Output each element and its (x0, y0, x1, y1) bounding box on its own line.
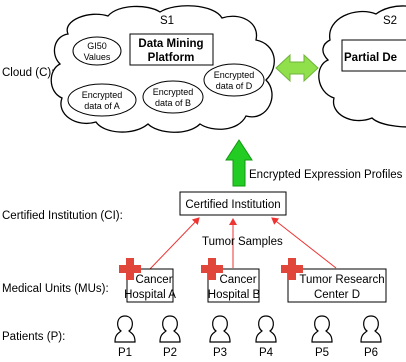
hospital-b-line2: Hospital B (208, 289, 261, 301)
patient-label: P3 (213, 347, 227, 359)
patient-p4: P4 (255, 315, 277, 359)
patient-p5: P5 (311, 315, 333, 359)
certified-institution-box (179, 191, 287, 216)
double-arrow (275, 53, 319, 83)
patient-label: P1 (118, 347, 132, 359)
label-certified-institution: Certified Institution (CI): (2, 210, 123, 222)
encrypted-a-line1: Encrypted (82, 90, 123, 100)
person-icon (311, 315, 333, 343)
s2-platform-box (341, 39, 406, 72)
encrypted-profiles-label: Encrypted Expression Profiles (249, 169, 403, 181)
medical-unit-hospital-a: Cancer Hospital A (119, 258, 176, 303)
encrypted-b-line2: data of B (155, 98, 191, 108)
person-icon (114, 315, 136, 343)
gi50-label-line1: GI50 (87, 41, 107, 51)
cloud-s1-name: S1 (160, 15, 174, 27)
label-patients: Patients (P): (2, 331, 65, 343)
cloud-s2-name: S2 (383, 15, 397, 27)
encrypted-d-line1: Encrypted (214, 70, 255, 80)
patient-p1: P1 (114, 315, 136, 359)
person-icon (209, 315, 231, 343)
data-mining-platform-line2: Platform (148, 52, 195, 64)
hospital-a-line2: Hospital A (124, 289, 176, 301)
cloud-s1: S1 GI50 Values Data Mining Platform Encr… (50, 5, 275, 133)
encrypted-d-line2: data of D (216, 81, 253, 91)
patient-p3: P3 (209, 315, 231, 359)
data-mining-platform-box (129, 33, 214, 66)
link-hospital-a (148, 217, 200, 271)
tumor-samples-label: Tumor Samples (202, 236, 283, 248)
up-arrow (225, 139, 253, 187)
certified-institution-label: Certified Institution (185, 199, 280, 211)
person-icon (255, 315, 277, 343)
patient-p6: P6 (360, 315, 382, 359)
cloud-s2: S2 Partial De (318, 5, 406, 128)
hospital-a-line1: Cancer (135, 274, 172, 286)
link-center-d (271, 217, 337, 269)
patient-p2: P2 (159, 315, 181, 359)
encrypted-a-line2: data of A (84, 101, 120, 111)
hospital-b-line1: Cancer (219, 274, 256, 286)
encrypted-b-line1: Encrypted (153, 87, 194, 97)
patient-label: P5 (315, 347, 329, 359)
person-icon (159, 315, 181, 343)
encrypted-a-ellipse (67, 83, 137, 117)
medical-unit-hospital-b: Cancer Hospital B (201, 258, 261, 303)
patient-label: P6 (364, 347, 378, 359)
label-medical-units: Medical Units (MUs): (2, 283, 109, 295)
person-icon (360, 315, 382, 343)
label-cloud: Cloud (C): (2, 67, 54, 79)
patient-label: P4 (259, 347, 274, 359)
patient-label: P2 (163, 347, 177, 359)
medical-unit-center-d: Tumor Research Center D (281, 258, 387, 303)
center-d-line2: Center D (314, 289, 360, 301)
encrypted-d-ellipse (203, 63, 265, 97)
encrypted-b-ellipse (142, 80, 204, 114)
s2-platform-label: Partial De (344, 52, 397, 64)
center-d-line1: Tumor Research (299, 274, 384, 286)
gi50-values-ellipse (72, 36, 122, 66)
gi50-label-line2: Values (84, 52, 111, 62)
data-mining-platform-line1: Data Mining (138, 38, 203, 50)
